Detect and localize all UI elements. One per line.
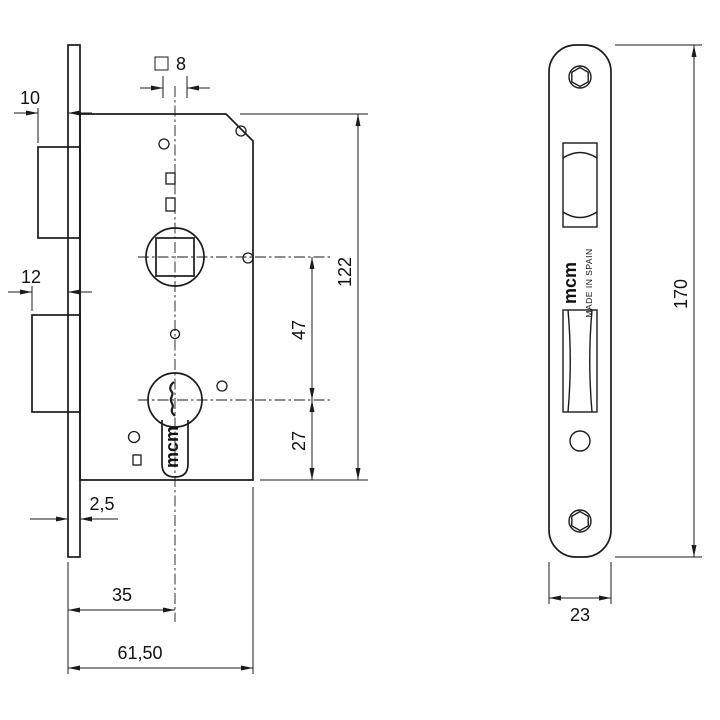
dim-cylinder-to-bottom: 27 <box>289 431 309 451</box>
hex-screw-top <box>571 66 589 88</box>
hex-screw-bottom <box>571 510 589 532</box>
latch-cutout <box>562 142 598 228</box>
lock-body-side-view: mcm <box>31 44 332 622</box>
slot-hole <box>132 454 142 466</box>
dim-plate-thickness: 2,5 <box>89 494 114 514</box>
dim-case-depth: 61,50 <box>117 643 162 663</box>
latch-bolt-side <box>37 146 81 239</box>
screw-hole <box>568 65 592 89</box>
screw-hole <box>127 430 141 444</box>
dimensions-left-view: 8 10 12 122 47 27 2,5 35 <box>8 54 368 674</box>
screw-hole <box>568 509 592 533</box>
dim-plate-length: 170 <box>671 279 691 309</box>
screw-hole <box>235 125 247 137</box>
deadbolt-face-left-curve <box>567 309 571 413</box>
deadbolt-side <box>31 314 81 413</box>
faceplate-brand-label: mcm <box>560 262 580 304</box>
faceplate-outline <box>548 44 612 558</box>
latch-face-bottom-curve <box>562 211 598 219</box>
spindle-follower <box>145 227 205 287</box>
deadbolt-cutout <box>562 309 598 413</box>
cylinder-body <box>161 420 189 478</box>
screw-hole <box>158 138 170 150</box>
dim-backset: 35 <box>112 585 132 605</box>
dim-latch-projection: 10 <box>20 88 40 108</box>
cylinder-circle <box>147 372 203 428</box>
dim-deadbolt-projection: 12 <box>21 267 41 287</box>
dim-plate-width: 23 <box>570 605 590 625</box>
screw-hole <box>242 252 254 264</box>
latch-face-top-curve <box>562 151 598 159</box>
screw-hole <box>216 380 228 392</box>
cylinder-brand-label: mcm <box>162 426 182 468</box>
keyway <box>169 381 176 417</box>
dimensions-right-view: 170 23 <box>548 44 702 625</box>
square-section-symbol <box>154 56 169 71</box>
dim-spindle-square: 8 <box>176 54 186 74</box>
faceplate-front-view: mcm MADE IN SPAIN <box>548 44 612 558</box>
deadbolt-face-right-curve <box>589 309 593 413</box>
fixing-hole <box>569 430 591 452</box>
slot-hole <box>165 172 176 185</box>
slot-hole <box>165 197 176 212</box>
dim-case-height: 122 <box>335 257 355 287</box>
dim-axis-distance: 47 <box>289 320 309 340</box>
forend-plate-side <box>67 44 81 558</box>
lock-case-outline <box>79 113 254 481</box>
screw-hole <box>169 328 181 340</box>
made-in-label: MADE IN SPAIN <box>584 248 594 317</box>
spindle-square-hole <box>155 237 195 277</box>
